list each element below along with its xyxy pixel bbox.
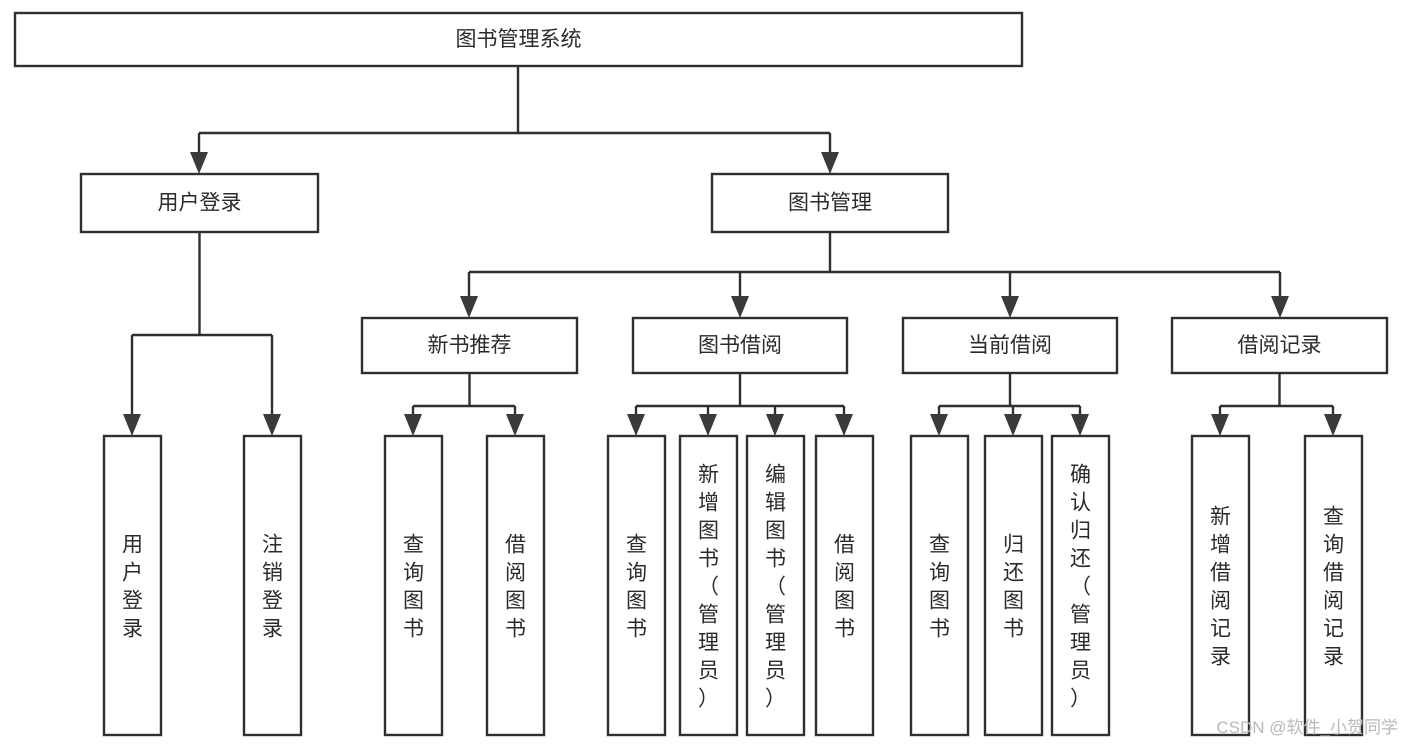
node-leaf-borrow-book-rec-label: 借阅图书 [505,533,526,640]
book-borrow-fanout [627,373,853,436]
arrow-head [1001,296,1019,318]
arrow-head [263,414,281,436]
node-leaf-return-book[interactable]: 归还图书 [983,434,1044,737]
arrow-head [1271,296,1289,318]
node-book-management-box[interactable] [710,172,950,234]
node-root-label: 图书管理系统 [456,28,582,51]
node-leaf-edit-book-label: 编辑图书（管理员） [765,463,786,710]
new-book-recommend-fanout [404,373,524,436]
node-leaf-query-book-borrow-label: 查询图书 [626,533,647,640]
node-leaf-user-login[interactable]: 用户登录 [102,434,163,737]
node-user-login-label: 用户登录 [158,192,242,215]
node-leaf-confirm-return-label: 确认归还（管理员） [1070,463,1091,710]
node-leaf-edit-book[interactable]: 编辑图书（管理员） [745,434,806,737]
node-leaf-borrow-book-rec-box[interactable] [485,434,546,737]
arrow-head [123,414,141,436]
node-leaf-add-record-box[interactable] [1190,434,1251,737]
arrow-head [506,414,524,436]
node-leaf-logout[interactable]: 注销登录 [242,434,303,737]
node-new-book-recommend-box[interactable] [360,316,579,375]
node-leaf-query-record-box[interactable] [1303,434,1364,737]
arrow-head [1324,414,1342,436]
node-root-box[interactable] [13,11,1024,68]
node-leaf-query-book-cur[interactable]: 查询图书 [909,434,970,737]
arrow-head [930,414,948,436]
node-leaf-borrow-book-rec[interactable]: 借阅图书 [485,434,546,737]
node-leaf-query-book-borrow-box[interactable] [606,434,667,737]
node-leaf-user-login-box[interactable] [102,434,163,737]
book-management-fanout [460,232,1289,318]
node-book-management-label: 图书管理 [788,192,872,215]
node-current-borrow-box[interactable] [901,316,1119,375]
node-user-login[interactable]: 用户登录 [79,172,320,234]
node-leaf-logout-box[interactable] [242,434,303,737]
node-leaf-return-book-label: 归还图书 [1003,533,1024,640]
node-leaf-add-book-box[interactable] [678,434,739,737]
current-borrow-fanout [930,373,1089,436]
node-leaf-add-record-label: 新增借阅记录 [1210,505,1231,668]
node-leaf-query-book-borrow[interactable]: 查询图书 [606,434,667,737]
node-book-borrow[interactable]: 图书借阅 [631,316,849,375]
node-current-borrow-label: 当前借阅 [968,334,1052,357]
node-leaf-query-record[interactable]: 查询借阅记录 [1303,434,1364,737]
node-leaf-add-record[interactable]: 新增借阅记录 [1190,434,1251,737]
node-leaf-borrow-book-label: 借阅图书 [834,533,855,640]
node-leaf-add-book[interactable]: 新增图书（管理员） [678,434,739,737]
node-leaf-query-book-rec[interactable]: 查询图书 [383,434,444,737]
node-leaf-query-book-cur-label: 查询图书 [929,533,950,640]
node-borrow-record-label: 借阅记录 [1238,334,1322,357]
node-current-borrow[interactable]: 当前借阅 [901,316,1119,375]
arrow-head [627,414,645,436]
node-leaf-logout-label: 注销登录 [262,533,283,640]
arrow-head [190,152,208,174]
node-leaf-edit-book-box[interactable] [745,434,806,737]
node-root[interactable]: 图书管理系统 [13,11,1024,68]
node-new-book-recommend-label: 新书推荐 [428,334,512,357]
arrow-head [766,414,784,436]
arrow-head [1071,414,1089,436]
node-book-borrow-label: 图书借阅 [698,334,782,357]
arrow-head [460,296,478,318]
node-leaf-query-record-label: 查询借阅记录 [1323,505,1344,668]
arrow-head [1211,414,1229,436]
node-new-book-recommend[interactable]: 新书推荐 [360,316,579,375]
node-leaf-query-book-rec-box[interactable] [383,434,444,737]
node-leaf-return-book-box[interactable] [983,434,1044,737]
arrow-head [1004,414,1022,436]
node-leaf-add-book-label: 新增图书（管理员） [698,463,719,710]
node-leaf-user-login-label: 用户登录 [122,533,143,640]
connectors-layer [123,66,1342,436]
arrow-head [699,414,717,436]
node-leaf-query-book-rec-label: 查询图书 [403,533,424,640]
node-leaf-borrow-book[interactable]: 借阅图书 [814,434,875,737]
node-borrow-record[interactable]: 借阅记录 [1170,316,1389,375]
node-leaf-query-book-cur-box[interactable] [909,434,970,737]
arrow-head [835,414,853,436]
csdn-watermark: CSDN @软件_小贺同学 [1216,718,1398,737]
borrow-record-fanout [1211,373,1342,436]
node-leaf-borrow-book-box[interactable] [814,434,875,737]
node-book-borrow-box[interactable] [631,316,849,375]
node-user-login-box[interactable] [79,172,320,234]
node-borrow-record-box[interactable] [1170,316,1389,375]
node-book-management[interactable]: 图书管理 [710,172,950,234]
node-leaf-confirm-return-box[interactable] [1050,434,1111,737]
arrow-head [821,152,839,174]
nodes-layer: 图书管理系统用户登录图书管理新书推荐图书借阅当前借阅借阅记录用户登录注销登录查询… [13,11,1389,737]
root-fanout [190,66,839,174]
node-leaf-confirm-return[interactable]: 确认归还（管理员） [1050,434,1111,737]
user-login-fanout [123,232,281,436]
arrow-head [731,296,749,318]
arrow-head [404,414,422,436]
